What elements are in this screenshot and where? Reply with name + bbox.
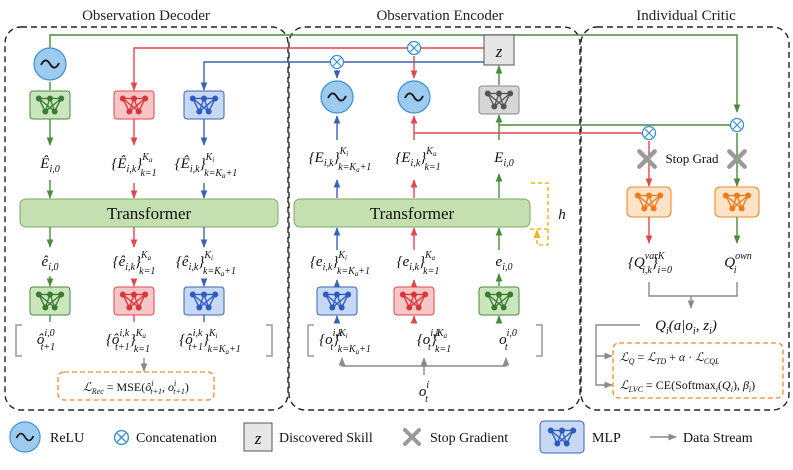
stop-gradient-icon <box>639 151 654 166</box>
decoder-mlp-enemy-box <box>183 90 225 120</box>
decoder-frame <box>4 26 289 411</box>
decoder-E-own-label: Êi,0 <box>39 155 59 175</box>
decoder-mlp2-own-box <box>29 286 71 316</box>
legend-skill-icon <box>243 422 273 452</box>
decoder-title: Observation Decoder <box>82 8 210 24</box>
legend-concat-label: Concatenation <box>136 431 217 446</box>
q-to-lvc-loss <box>595 324 640 389</box>
obs-split-own <box>424 357 510 367</box>
critic-loss-box <box>612 342 784 399</box>
reconstruction-loss-box <box>57 371 215 401</box>
red-skill-line <box>130 47 414 91</box>
stop-grad-label: Stop Grad <box>665 151 719 166</box>
encoder-mlp-skill-box <box>478 85 520 115</box>
encoder-transformer-label: Transformer <box>370 204 455 223</box>
hidden-state-label: h <box>558 207 566 223</box>
encoder-transformer <box>293 198 531 228</box>
decoder-transformer <box>19 198 279 228</box>
encoder-relu-enemy-icon <box>320 80 354 114</box>
legend-stop-label: Stop Gradient <box>430 431 508 446</box>
concat-icon <box>329 54 345 70</box>
critic-mlp-own-box <box>714 186 760 218</box>
concat-icon <box>641 125 657 141</box>
encoder-mlp-ally-box <box>393 286 435 316</box>
skill-z-box <box>483 34 515 66</box>
legend-skill-z: z <box>254 429 262 448</box>
qown-to-q <box>691 282 738 297</box>
obs-split-enemy <box>338 357 425 375</box>
legend-mlp-label: MLP <box>592 431 621 446</box>
legend-stop-icon <box>403 428 421 446</box>
critic-loss-q-label: ℒQ = ℒTD + α · ℒCQL <box>620 350 720 366</box>
skill-link-decoder <box>49 34 499 48</box>
concat-icon <box>729 117 745 133</box>
h-loop-upper <box>530 182 549 230</box>
skill-link-critic-own <box>499 34 741 113</box>
decoder-relu-icon <box>33 47 67 81</box>
critic-q-main-label: Qi(a|oi, zi) <box>655 318 717 337</box>
encoder-E-own-label: Ei,0 <box>493 150 513 169</box>
encoder-mlp-enemy-box <box>316 286 358 316</box>
decoder-mlp-own-box <box>29 90 71 120</box>
legend-relu-label: ReLU <box>50 431 84 446</box>
blue-skill-line <box>200 61 337 91</box>
decoder-mlp2-ally-box <box>113 286 155 316</box>
legend-stream-label: Data Stream <box>683 431 753 446</box>
encoder-e-own-label: ei,0 <box>496 254 513 273</box>
decoder-bracket-left <box>15 324 22 357</box>
h-loop-lower <box>533 229 549 246</box>
encoder-bracket-right <box>536 324 543 357</box>
critic-frame <box>580 26 790 411</box>
critic-mlp-var-box <box>626 186 672 218</box>
encoder-relu-ally-icon <box>397 80 431 114</box>
critic-title: Individual Critic <box>636 8 736 24</box>
decoder-mlp2-enemy-box <box>183 286 225 316</box>
decoder-mlp-ally-box <box>113 90 155 120</box>
concat-icon <box>406 40 422 56</box>
qvar-to-q <box>648 282 695 309</box>
skill-z-label: z <box>495 42 503 61</box>
decoder-e-own-label: êi,0 <box>42 254 59 273</box>
decoder-bracket-right <box>266 324 273 357</box>
critic-loss-lvc-label: ℒLVC = CE(Softmaxi(Qi), βi) <box>620 378 755 394</box>
legend-mlp-box <box>539 420 585 454</box>
legend-concat-icon <box>113 429 130 446</box>
encoder-title: Observation Encoder <box>376 8 503 24</box>
encoder-mlp-own-box <box>478 286 520 316</box>
legend-skill-label: Discovered Skill <box>279 431 373 446</box>
encoder-bracket-left <box>307 324 314 357</box>
legend-relu-icon <box>9 421 41 453</box>
decoder-transformer-label: Transformer <box>107 204 192 223</box>
